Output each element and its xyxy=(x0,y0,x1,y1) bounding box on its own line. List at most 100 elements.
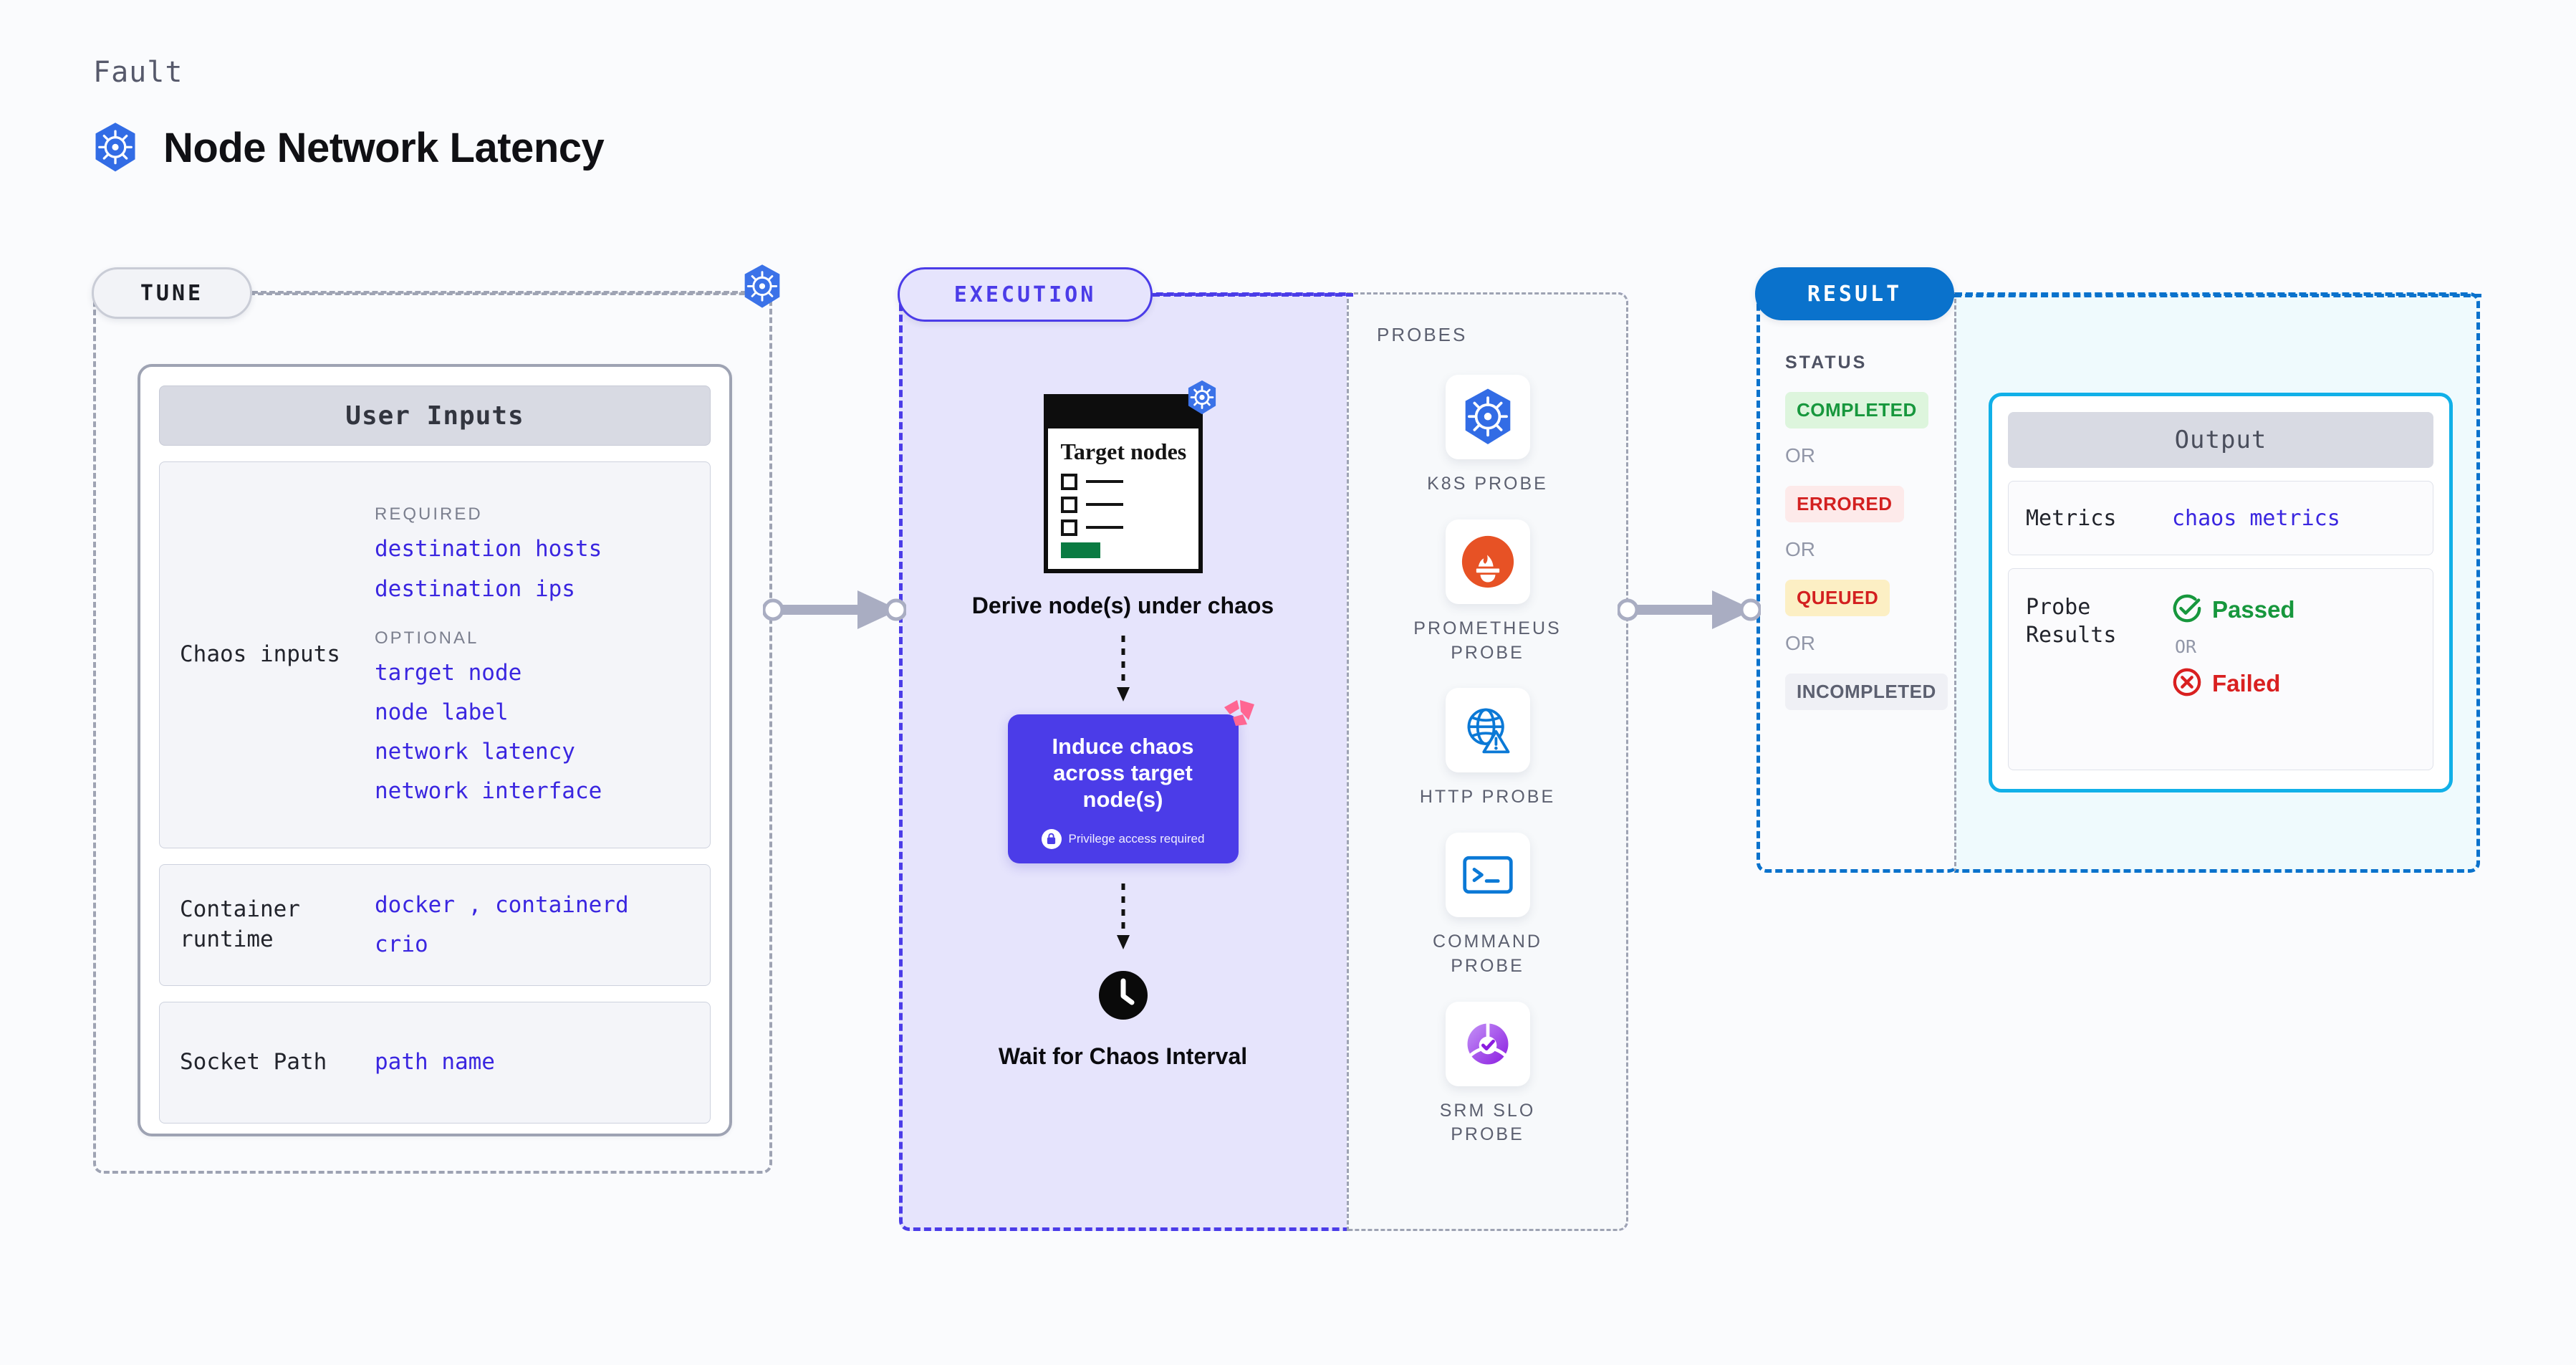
socket-path-value[interactable]: path name xyxy=(375,1049,495,1076)
line-placeholder xyxy=(1085,526,1123,530)
probe-item-k8s[interactable]: K8S PROBE xyxy=(1395,375,1581,497)
container-runtime-values: docker , containerd crio xyxy=(375,892,710,958)
result-status-column: STATUS COMPLETED OR ERRORED OR QUEUED OR… xyxy=(1756,292,1959,710)
failed-label: Failed xyxy=(2212,670,2281,696)
probe-item-command[interactable]: COMMAND PROBE xyxy=(1395,833,1581,979)
result-connector-line xyxy=(1954,294,2481,297)
lock-icon xyxy=(1041,828,1062,849)
metrics-value[interactable]: chaos metrics xyxy=(2172,505,2340,531)
input-value[interactable]: target node xyxy=(375,659,522,686)
checkbox-icon xyxy=(1060,496,1077,513)
line-placeholder xyxy=(1085,480,1123,484)
clock-icon xyxy=(1097,969,1149,1024)
metrics-label: Metrics xyxy=(2026,505,2117,531)
checkbox-icon xyxy=(1060,519,1077,536)
kubernetes-icon xyxy=(1186,380,1219,418)
probe-label: COMMAND PROBE xyxy=(1433,931,1542,976)
flow-arrow-execution-to-result xyxy=(1616,588,1762,635)
section-chip-tune[interactable]: TUNE xyxy=(92,267,252,319)
section-chip-result[interactable]: RESULT xyxy=(1755,267,1954,320)
status-badge: QUEUED xyxy=(1785,580,1890,616)
probe-result-failed: Failed xyxy=(2172,667,2295,700)
optional-group-title: OPTIONAL xyxy=(375,628,479,648)
step-label-wait-interval: Wait for Chaos Interval xyxy=(998,1043,1248,1069)
probe-results-values: Passed OR Failed xyxy=(2172,593,2295,700)
input-value[interactable]: destination hosts xyxy=(375,536,602,562)
probe-results-label: Probe Results xyxy=(2026,595,2117,648)
checkbox-icon xyxy=(1060,473,1077,490)
required-group-title: REQUIRED xyxy=(375,504,483,525)
kubernetes-icon xyxy=(741,264,783,312)
probe-item-srm-slo[interactable]: SRM SLO PROBE xyxy=(1395,1001,1581,1148)
probe-label: PROMETHEUS PROBE xyxy=(1413,618,1562,663)
srm-slo-icon xyxy=(1445,1001,1530,1086)
vertical-arrow-icon xyxy=(1115,636,1132,707)
execution-flow: Target nodes xyxy=(899,326,1347,1071)
induce-chaos-box[interactable]: Induce chaos across target node(s) Privi… xyxy=(1007,700,1254,863)
x-circle-icon xyxy=(2172,667,2202,700)
check-circle-icon xyxy=(2172,593,2202,626)
page-title: Node Network Latency xyxy=(163,124,605,171)
litmus-icon xyxy=(1223,699,1256,733)
chaos-inputs-label: Chaos inputs xyxy=(180,641,340,668)
input-value[interactable]: network interface xyxy=(375,778,602,805)
tune-panel xyxy=(93,292,772,1174)
fault-eyebrow-label: Fault xyxy=(93,56,183,89)
kubernetes-icon xyxy=(1445,375,1530,459)
probe-label: HTTP PROBE xyxy=(1419,787,1556,808)
privilege-note: Privilege access required xyxy=(1041,828,1205,849)
runtime-value[interactable]: crio xyxy=(375,931,428,957)
line-placeholder xyxy=(1085,503,1123,507)
user-inputs-card-title: User Inputs xyxy=(159,385,711,446)
input-value[interactable]: destination ips xyxy=(375,575,575,602)
chaos-inputs-values: REQUIRED destination hosts destination i… xyxy=(375,504,710,805)
socket-path-row: Socket Path path name xyxy=(159,1002,711,1124)
step-label-derive-nodes: Derive node(s) under chaos xyxy=(971,593,1274,618)
flow-arrow-tune-to-execution xyxy=(761,588,908,635)
probe-results-row: Probe Results Passed OR xyxy=(2008,568,2433,770)
metrics-row: Metrics chaos metrics xyxy=(2008,481,2433,555)
container-runtime-row: Container runtime docker , containerd cr… xyxy=(159,864,711,986)
or-separator: OR xyxy=(2175,636,2197,657)
page-title-row: Node Network Latency xyxy=(92,122,605,173)
vertical-arrow-icon xyxy=(1115,883,1132,955)
probe-label: K8S PROBE xyxy=(1427,474,1548,494)
privilege-note-text: Privilege access required xyxy=(1068,831,1205,846)
probes-title: PROBES xyxy=(1377,324,1468,345)
target-nodes-card-icon: Target nodes xyxy=(1043,380,1216,573)
execution-connector-line xyxy=(1153,293,1353,297)
induce-chaos-title: Induce chaos across target node(s) xyxy=(1052,734,1194,813)
probe-label: SRM SLO PROBE xyxy=(1439,1100,1536,1145)
input-value[interactable]: node label xyxy=(375,699,509,725)
status-badge: ERRORED xyxy=(1785,486,1904,522)
input-value[interactable]: network latency xyxy=(375,739,575,765)
output-card: Output Metrics chaos metrics Probe Resul… xyxy=(1989,393,2453,792)
or-separator: OR xyxy=(1785,538,1815,560)
terminal-icon xyxy=(1445,833,1530,917)
socket-path-values: path name xyxy=(375,1049,710,1076)
output-card-title: Output xyxy=(2008,412,2433,468)
user-inputs-card: User Inputs Chaos inputs REQUIRED destin… xyxy=(138,364,732,1136)
status-badge: INCOMPLETED xyxy=(1785,674,1948,710)
probe-item-prometheus[interactable]: PROMETHEUS PROBE xyxy=(1395,519,1581,666)
section-chip-execution[interactable]: EXECUTION xyxy=(898,267,1153,322)
or-separator: OR xyxy=(1785,632,1815,654)
tune-connector-line xyxy=(252,291,746,294)
passed-label: Passed xyxy=(2212,596,2295,623)
target-card-title: Target nodes xyxy=(1060,439,1187,464)
http-globe-icon xyxy=(1445,688,1530,773)
chaos-inputs-row: Chaos inputs REQUIRED destination hosts … xyxy=(159,461,711,848)
probes-column: PROBES K8S PROBE xyxy=(1347,292,1628,1231)
runtime-value[interactable]: docker , containerd xyxy=(375,891,629,918)
prometheus-icon xyxy=(1445,519,1530,604)
status-badge: COMPLETED xyxy=(1785,392,1928,428)
status-title: STATUS xyxy=(1785,353,1868,373)
green-bar-indicator xyxy=(1060,542,1100,558)
probe-item-http[interactable]: HTTP PROBE xyxy=(1395,688,1581,810)
or-separator: OR xyxy=(1785,444,1815,466)
socket-path-label: Socket Path xyxy=(180,1049,327,1076)
kubernetes-icon xyxy=(92,122,139,173)
probe-result-passed: Passed xyxy=(2172,593,2295,626)
probe-list: K8S PROBE PROMETHEUS PROBE xyxy=(1347,375,1628,1147)
